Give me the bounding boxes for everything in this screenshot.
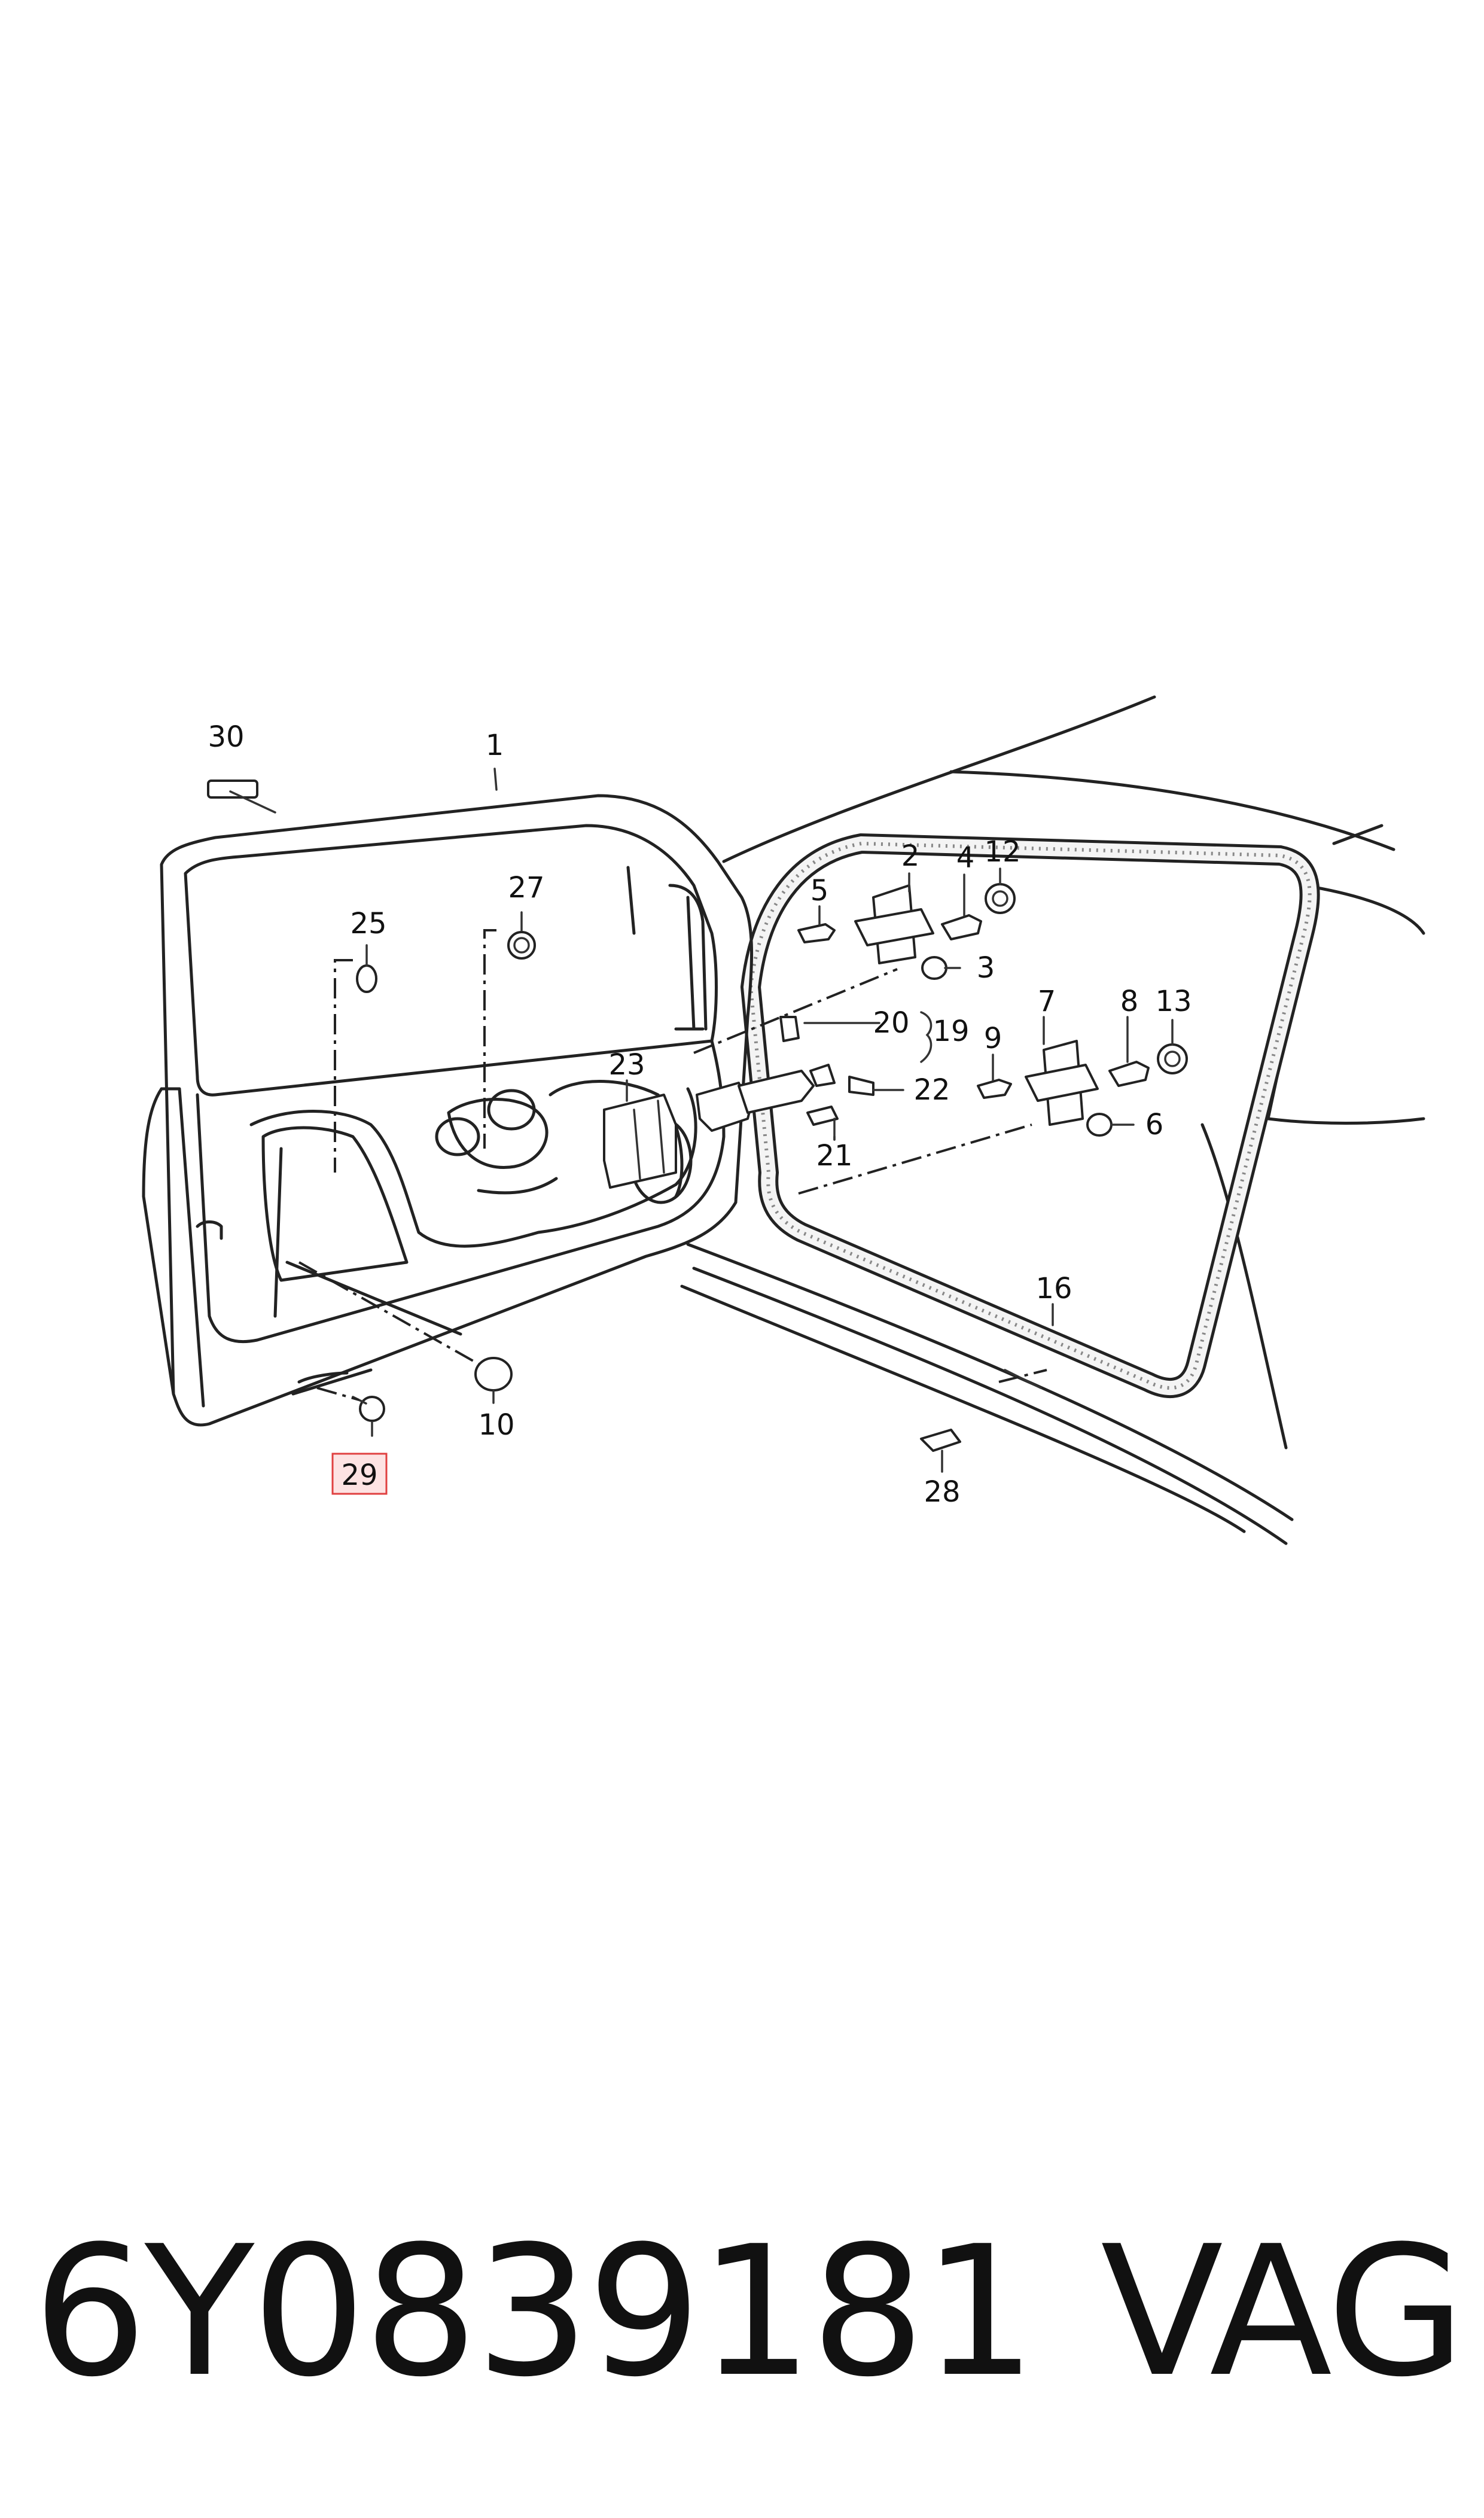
part-3-bush <box>921 956 947 980</box>
part-22-bolt <box>848 1076 874 1096</box>
callout-9: 9 <box>984 1022 1002 1055</box>
callout-5: 5 <box>810 874 829 908</box>
callout-6: 6 <box>1145 1108 1164 1141</box>
part-30-trim <box>207 780 258 799</box>
part-23-check-strap <box>603 1094 677 1189</box>
part-7-lower-hinge <box>1025 1040 1099 1126</box>
callout-16: 16 <box>1035 1272 1072 1305</box>
part-25-plug <box>356 964 377 993</box>
part-19-hinge <box>696 1016 836 1132</box>
callout-8: 8 <box>1120 985 1139 1018</box>
part-28-clip <box>920 1429 961 1452</box>
callout-25: 25 <box>350 907 386 940</box>
callout-29: 29 <box>341 1459 377 1492</box>
callout-30: 30 <box>208 720 244 754</box>
part-9-bolt <box>977 1079 1012 1099</box>
callout-28: 28 <box>924 1475 960 1509</box>
callout-19: 19 <box>933 1015 969 1048</box>
callout-4: 4 <box>956 841 975 875</box>
part-number: 6Y0839181 <box>33 2208 1037 2416</box>
callout-29-highlight <box>331 1453 388 1495</box>
callout-20: 20 <box>873 1006 909 1040</box>
callout-27: 27 <box>508 871 544 905</box>
part-2-upper-hinge <box>854 884 934 964</box>
part-5-bolt <box>797 923 836 943</box>
part-6-bush <box>1086 1113 1113 1137</box>
callout-23: 23 <box>608 1048 645 1082</box>
leader-lines <box>229 768 1174 1473</box>
part-10-plug <box>474 1357 513 1392</box>
callout-1: 1 <box>486 729 504 762</box>
door-shell <box>142 794 754 1427</box>
callout-labels: 30 1 27 25 2 4 12 5 3 20 19 23 22 21 7 8… <box>208 720 1192 1509</box>
part-4-bolt <box>941 914 982 940</box>
brand-name: VAG <box>1101 2208 1465 2416</box>
callout-2: 2 <box>901 839 920 873</box>
callout-21: 21 <box>816 1139 852 1173</box>
callout-13: 13 <box>1155 985 1192 1018</box>
callout-10: 10 <box>478 1408 514 1442</box>
callout-7: 7 <box>1038 985 1056 1018</box>
part-12-nut <box>985 883 1016 914</box>
door-seal <box>740 833 1320 1398</box>
callout-22: 22 <box>913 1073 950 1107</box>
footer: 6Y0839181 VAG <box>0 2213 1484 2411</box>
part-21-bolt <box>806 1106 839 1126</box>
callout-3: 3 <box>977 951 995 985</box>
callout-12: 12 <box>984 835 1020 869</box>
part-13-nut <box>1157 1043 1188 1074</box>
part-27-grommet <box>507 931 536 960</box>
part-8-bolt <box>1108 1061 1150 1087</box>
